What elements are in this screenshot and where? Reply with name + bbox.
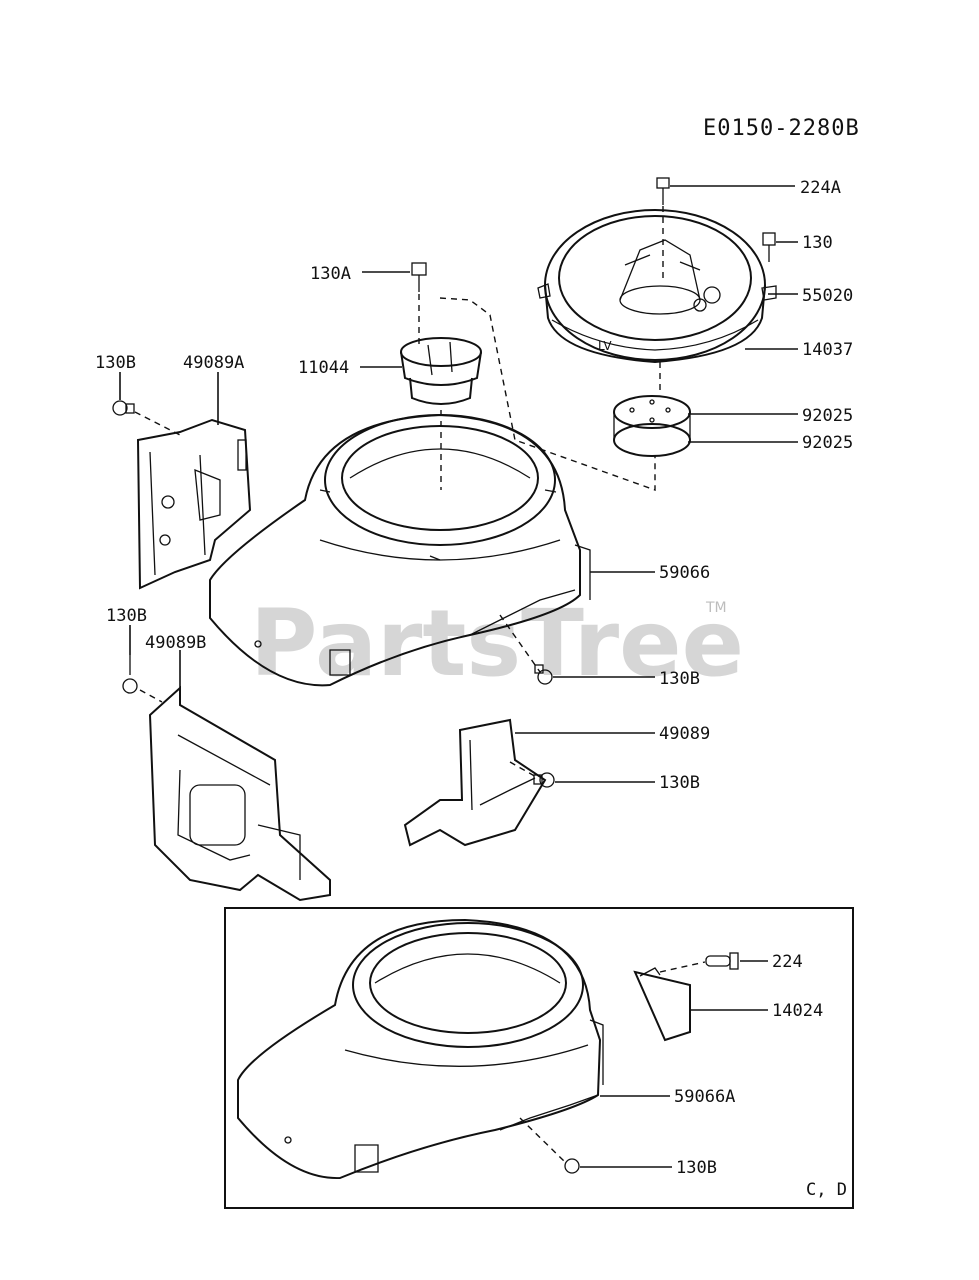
label-55020: 55020 <box>802 286 853 306</box>
inset-label: C, D <box>806 1180 847 1200</box>
fan-shroud-59066A-drawing <box>237 918 604 1180</box>
label-130B-4: 130B <box>659 773 700 793</box>
leader-lines <box>119 185 798 1168</box>
plates-92025-drawing <box>613 362 691 457</box>
bolt-130B-inset-drawing <box>564 1158 580 1174</box>
svg-text:LV: LV <box>598 339 612 353</box>
label-92025-lower: 92025 <box>802 433 853 453</box>
label-49089B: 49089B <box>145 633 206 653</box>
guide-14024-drawing <box>633 961 706 1042</box>
label-14024: 14024 <box>772 1001 823 1021</box>
fan-shroud-59066-drawing <box>209 413 591 687</box>
watermark-trademark: TM <box>705 600 727 616</box>
bolt-130-drawing <box>762 232 776 262</box>
diagram-code: E0150-2280B <box>703 116 860 141</box>
watermark-text: PartsTree <box>250 590 744 697</box>
label-224: 224 <box>772 952 803 972</box>
bolt-130B-shroud-drawing <box>534 664 553 685</box>
label-59066: 59066 <box>659 563 710 583</box>
label-59066A: 59066A <box>674 1087 735 1107</box>
label-130B-5: 130B <box>676 1158 717 1178</box>
bolt-224-drawing <box>705 952 739 970</box>
label-130: 130 <box>802 233 833 253</box>
label-130A: 130A <box>310 264 351 284</box>
label-130B-2: 130B <box>659 669 700 689</box>
bolt-130A-drawing <box>411 262 427 345</box>
flywheel-screen-drawing: LV <box>537 209 777 364</box>
label-130B-3: 130B <box>106 606 147 626</box>
inset-box <box>224 907 854 1209</box>
label-130B-1: 130B <box>95 353 136 373</box>
bolt-130B-bracketA-drawing <box>112 400 135 416</box>
bolt-130B-bracket-drawing <box>533 772 555 788</box>
bolt-130B-bracketB-drawing <box>122 655 138 694</box>
label-49089A: 49089A <box>183 353 244 373</box>
label-224A: 224A <box>800 178 841 198</box>
label-92025-upper: 92025 <box>802 406 853 426</box>
bracket-49089A-drawing <box>134 411 252 590</box>
label-11044: 11044 <box>298 358 349 378</box>
cup-11044-drawing <box>400 337 482 490</box>
label-14037: 14037 <box>802 340 853 360</box>
bolt-224A-drawing <box>656 177 670 280</box>
bracket-49089B-drawing <box>139 685 331 902</box>
bracket-49089-drawing <box>403 718 547 847</box>
label-49089: 49089 <box>659 724 710 744</box>
